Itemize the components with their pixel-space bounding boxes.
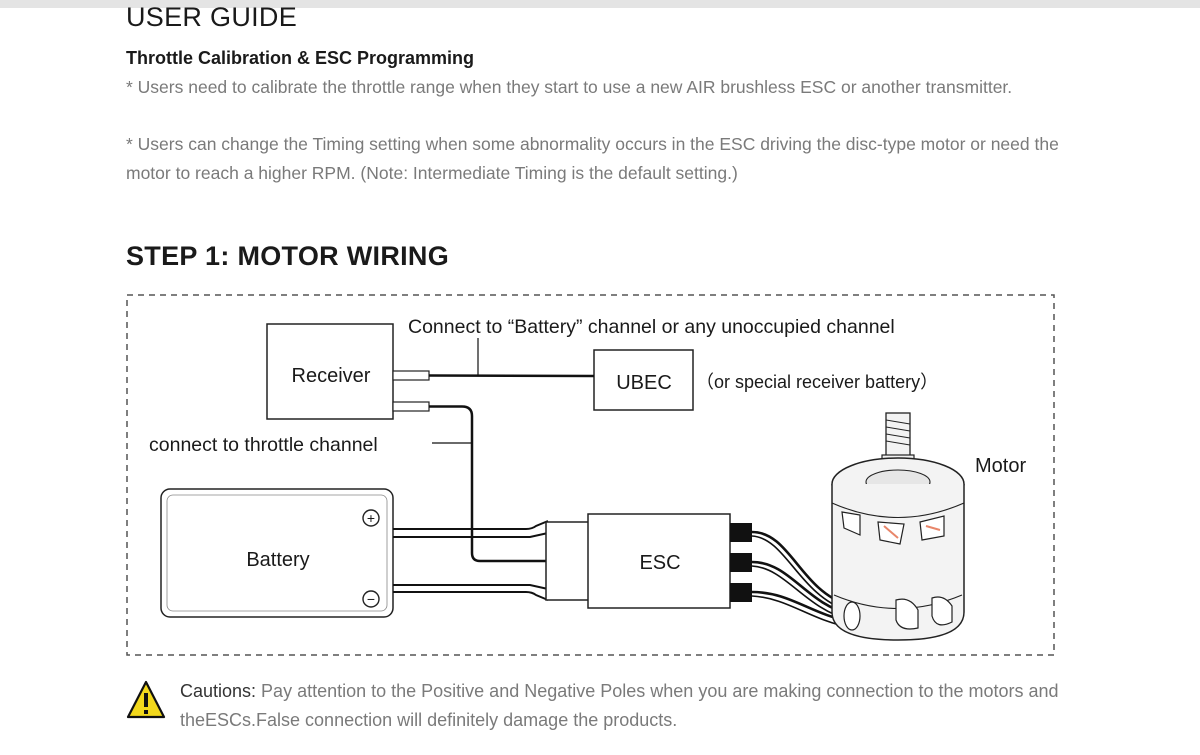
motor-icon [831,412,965,641]
esc-label: ESC [639,552,680,574]
top-band [0,0,1200,8]
page-title: USER GUIDE [126,2,298,32]
battery-positive-icon [362,509,380,527]
step-title: STEP 1: MOTOR WIRING [126,241,450,271]
motor-window-1 [895,598,919,630]
receiver-pin-battery [392,370,430,381]
throttle-channel-label: connect to throttle channel [149,434,378,456]
battery-negative-icon [362,590,380,608]
battery-inner [166,494,388,612]
wire-battery-negative-2 [393,591,549,601]
section-subtitle: Throttle Calibration & ESC Programming [126,48,475,68]
motor-window-2 [931,596,953,626]
motor-vent-1 [841,511,861,536]
cautions-body: Pay attention to the Positive and Negati… [180,681,1059,730]
esc-output-3 [730,583,752,602]
motor-label: Motor [975,455,1026,477]
battery-negative-sign: − [367,591,375,607]
ubec-box [593,349,694,411]
wire-throttle [429,405,548,563]
diagram-frame [126,294,1055,656]
esc-output-2 [730,553,752,572]
wire-battery-positive-2 [393,532,549,538]
ubec-note: （or special receiver battery） [696,372,938,392]
battery-body [160,488,394,618]
cautions-text: Cautions: Pay attention to the Positive … [180,677,1090,735]
esc-side-sleeve [545,521,591,601]
cautions-label: Cautions: [180,681,257,701]
wire-receiver-ubec [428,374,595,378]
esc-body [587,513,731,609]
receiver-pin-throttle [392,401,430,412]
warning-triangle-icon [126,680,166,719]
battery-positive-sign: + [367,510,375,526]
wire-battery-positive [393,520,549,530]
ubec-label: UBEC [616,372,672,394]
note-timing: * Users can change the Timing setting wh… [126,134,1059,183]
receiver-box [266,323,394,420]
battery-channel-label: Connect to “Battery” channel or any unoc… [408,316,895,338]
note-calibration: * Users need to calibrate the throttle r… [126,77,1013,97]
battery-label: Battery [246,549,309,571]
esc-output-1 [730,523,752,542]
wire-battery-negative [393,584,549,590]
receiver-label: Receiver [292,365,371,387]
